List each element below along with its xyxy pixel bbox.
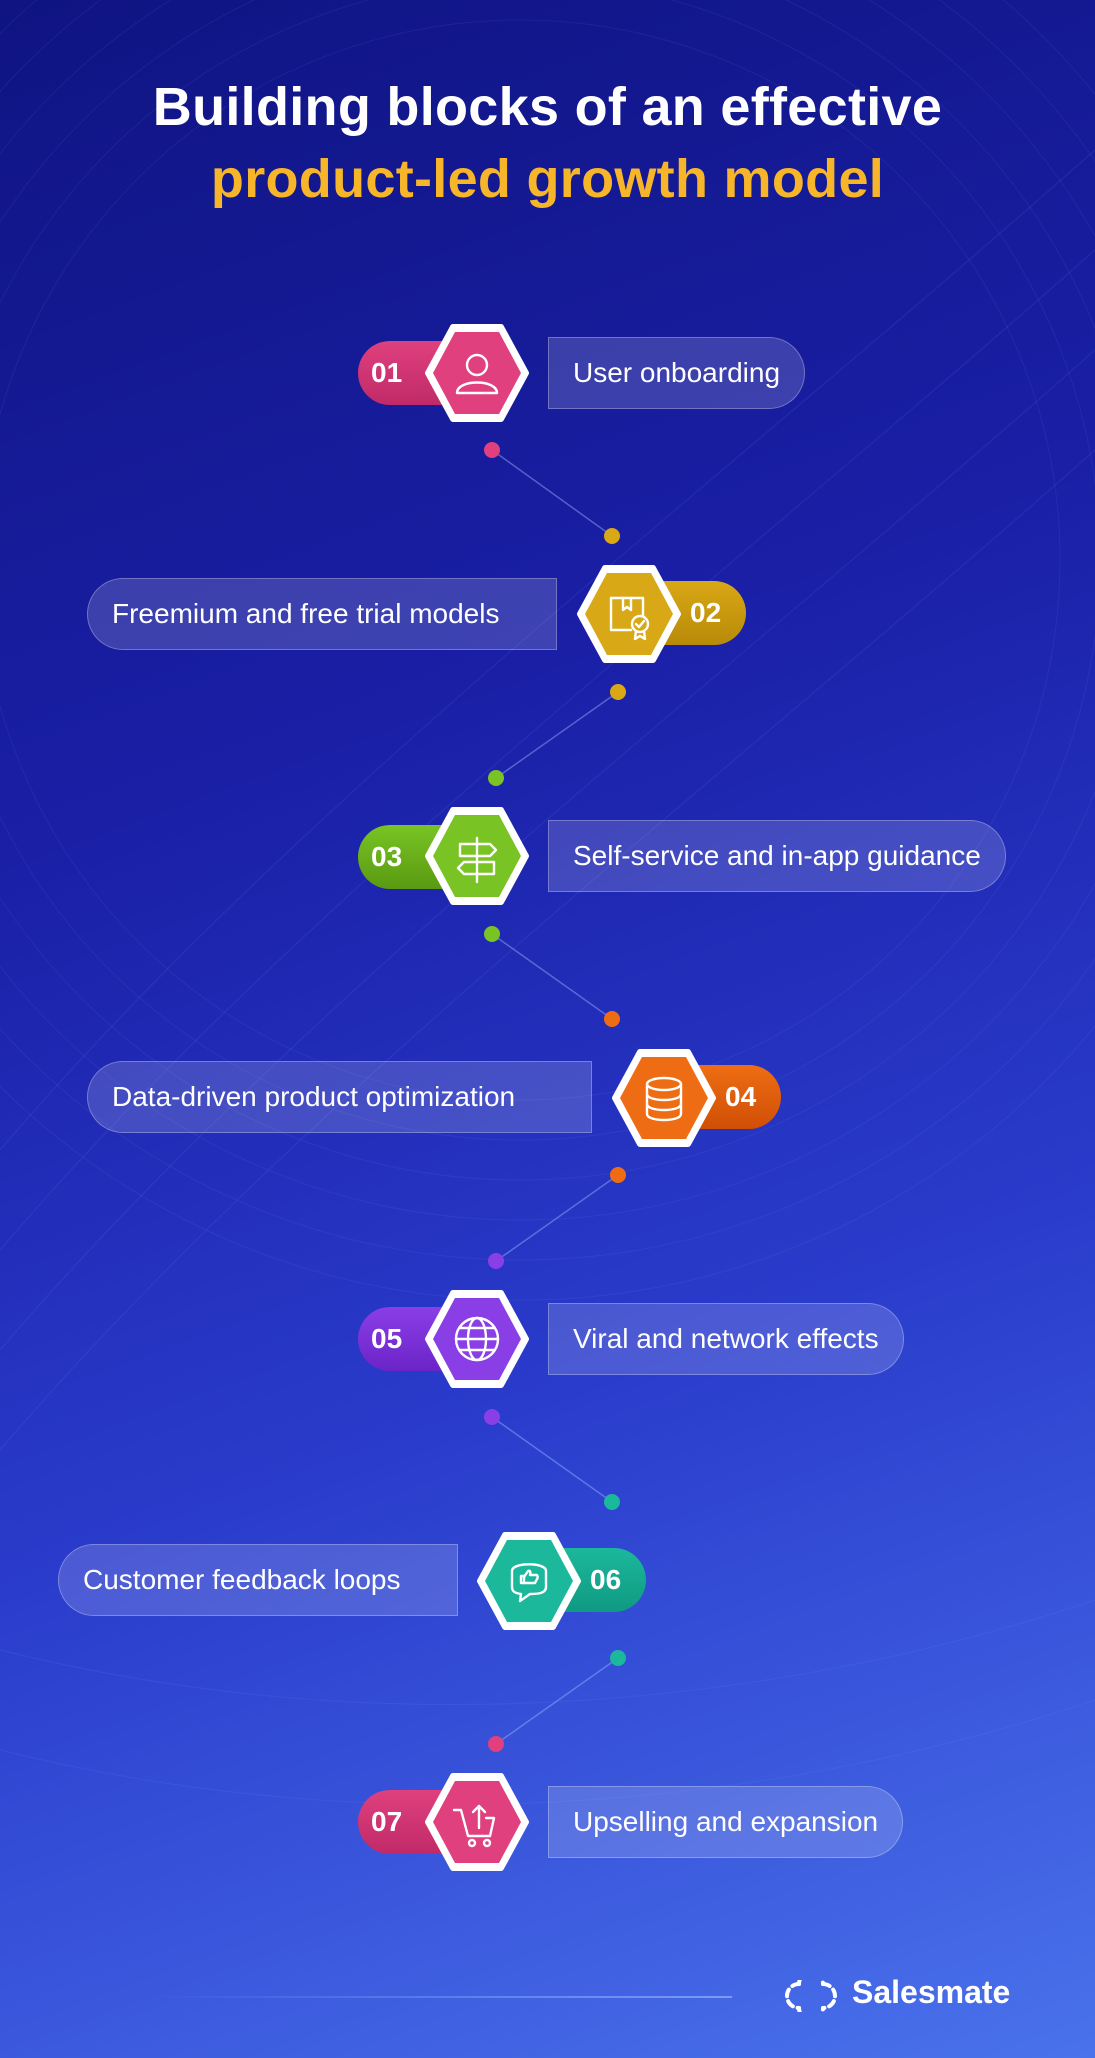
brand-name: Salesmate bbox=[852, 1974, 1011, 2010]
connector-dot bbox=[604, 1494, 620, 1510]
cart-upload-icon bbox=[424, 1772, 530, 1872]
connector-dot bbox=[610, 1650, 626, 1666]
connector-dot bbox=[604, 528, 620, 544]
connector-line bbox=[491, 1416, 613, 1503]
connector-line bbox=[495, 691, 619, 779]
connector-dot bbox=[484, 926, 500, 942]
user-icon bbox=[455, 353, 499, 395]
globe-icon bbox=[424, 1289, 530, 1389]
step-label-06: Customer feedback loops bbox=[58, 1544, 458, 1616]
connector-line bbox=[495, 1174, 619, 1262]
connector-dot bbox=[488, 1736, 504, 1752]
globe-icon bbox=[454, 1316, 500, 1362]
step-label-03: Self-service and in-app guidance bbox=[548, 820, 1006, 892]
title-line-2: product-led growth model bbox=[210, 149, 885, 209]
user-icon bbox=[424, 323, 530, 423]
connector-dot bbox=[610, 684, 626, 700]
step-label-02: Freemium and free trial models bbox=[87, 578, 557, 650]
connector-dot bbox=[610, 1167, 626, 1183]
connector-line bbox=[495, 1657, 619, 1745]
database-icon bbox=[611, 1048, 717, 1148]
connector-dot bbox=[488, 1253, 504, 1269]
salesmate-logo-icon bbox=[785, 1980, 837, 2012]
signpost-icon bbox=[456, 836, 498, 884]
connector-line bbox=[491, 449, 613, 537]
cart-upload-icon bbox=[452, 1804, 496, 1848]
connector-dot bbox=[484, 442, 500, 458]
signpost-icon bbox=[424, 806, 530, 906]
step-label-07: Upselling and expansion bbox=[548, 1786, 904, 1858]
database-icon bbox=[645, 1076, 683, 1122]
connector-dot bbox=[604, 1011, 620, 1027]
connector-dot bbox=[488, 770, 504, 786]
step-label-05: Viral and network effects bbox=[548, 1303, 904, 1375]
connector-dot bbox=[484, 1409, 500, 1425]
connector-line bbox=[491, 933, 613, 1020]
chat-thumbs-up-icon bbox=[476, 1531, 582, 1631]
footer-divider bbox=[150, 1996, 732, 1998]
title-line-1: Building blocks of an effective bbox=[152, 77, 943, 137]
box-badge-icon bbox=[609, 596, 650, 641]
step-label-01: User onboarding bbox=[548, 337, 806, 409]
chat-thumbs-up-icon bbox=[510, 1563, 548, 1603]
box-badge-icon bbox=[576, 564, 682, 664]
step-label-04: Data-driven product optimization bbox=[87, 1061, 592, 1133]
